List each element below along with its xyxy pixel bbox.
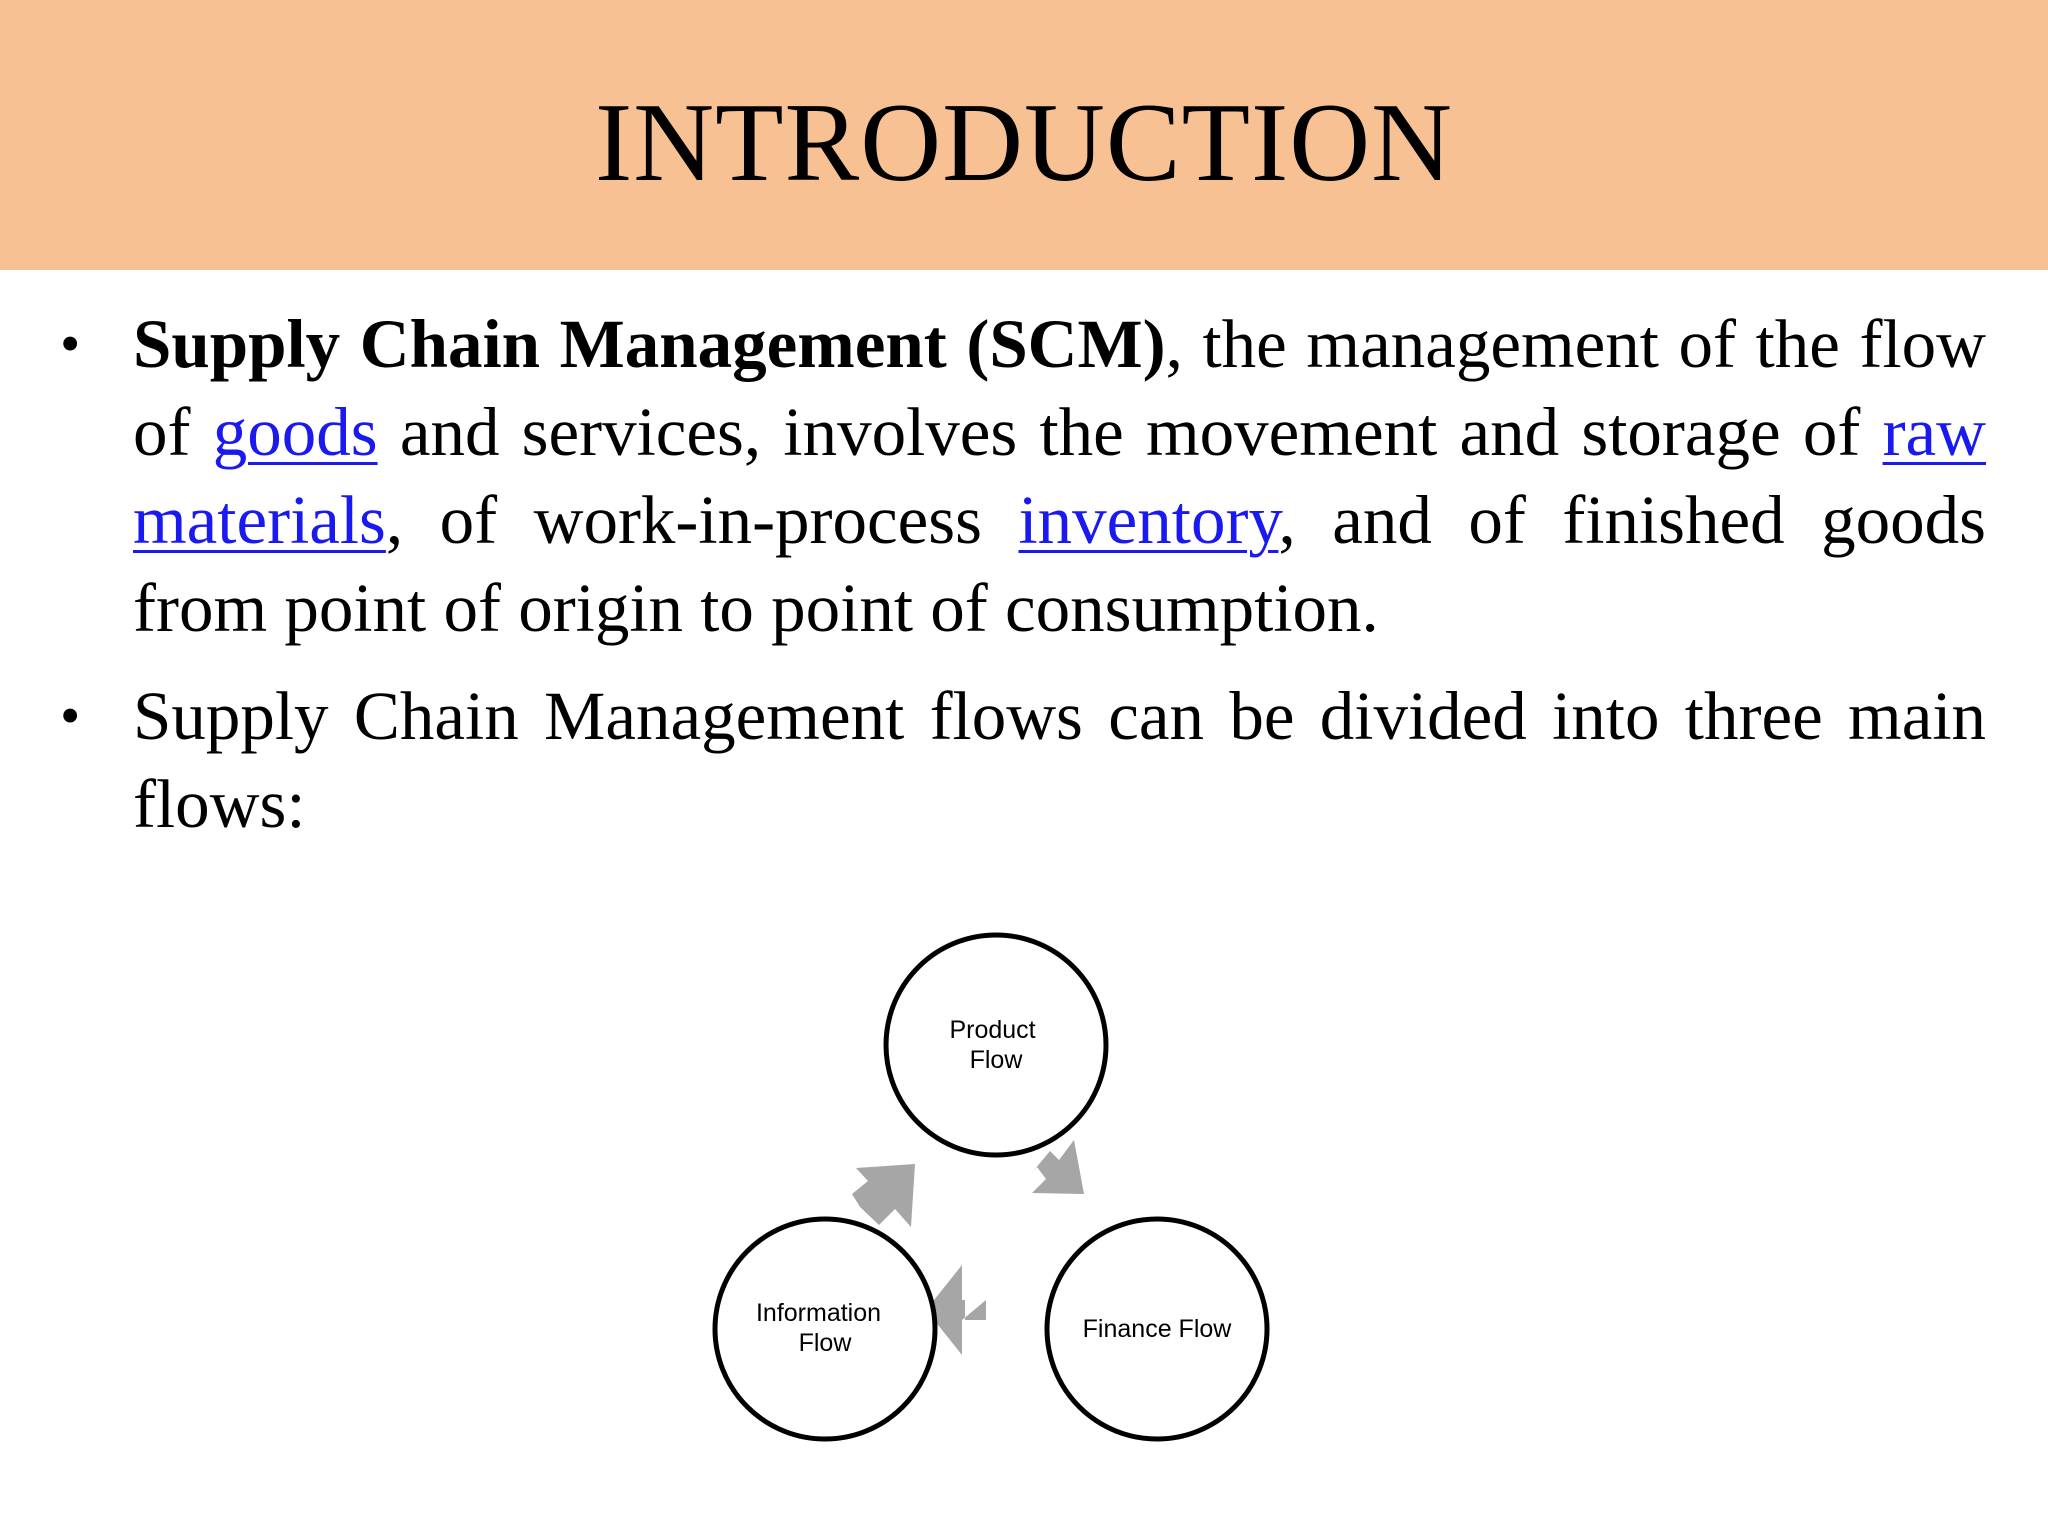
bullet-marker: • <box>60 683 81 748</box>
bullet-paragraph-scm-definition: Supply Chain Management (SCM), the manag… <box>133 306 1986 646</box>
title-banner: INTRODUCTION <box>0 0 2048 270</box>
information-flow-node <box>712 1216 938 1442</box>
information-flow-label: Information Flow <box>756 1299 888 1357</box>
cycle-arrow-product-to-finance <box>1030 1140 1084 1194</box>
bullet-paragraph-flows: Supply Chain Management flows can be div… <box>133 678 1986 842</box>
page-title: INTRODUCTION <box>594 81 1454 205</box>
supply-chain-flows-diagram: Product Flow Finance Flow Information Fl… <box>712 932 1270 1442</box>
raw-materials-link[interactable]: raw materials <box>133 394 1986 558</box>
product-flow-label: Product Flow <box>949 1016 1042 1074</box>
bold-abbrev: SCM <box>989 306 1143 382</box>
finance-flow-node <box>1044 1216 1270 1442</box>
product-flow-node <box>883 932 1109 1158</box>
bullet-marker: • <box>60 311 81 376</box>
cycle-arrow-information-to-product <box>852 1164 915 1227</box>
bold-term: Supply Chain Management <box>133 306 947 382</box>
inventory-link[interactable]: inventory <box>1018 482 1279 558</box>
cycle-arrow-finance-to-information <box>926 1265 986 1355</box>
goods-link[interactable]: goods <box>212 394 378 470</box>
finance-flow-label: Finance Flow <box>1083 1315 1233 1343</box>
